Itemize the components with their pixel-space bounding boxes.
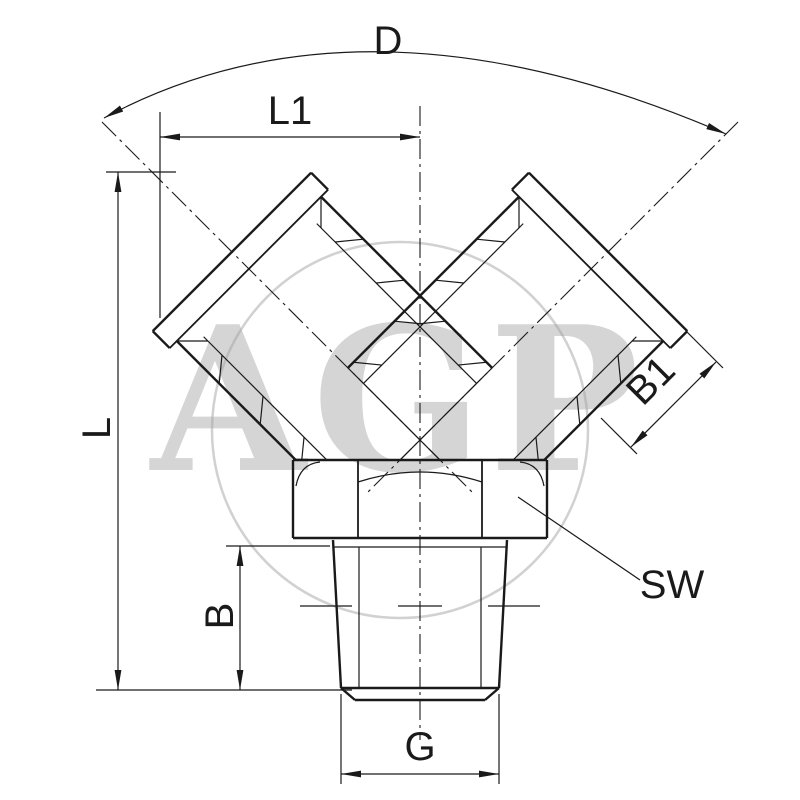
hex-section (291, 458, 549, 540)
dimension-l: L (75, 171, 352, 691)
callout-sw: SW (517, 496, 705, 607)
right-arm (347, 171, 689, 461)
l-label: L (75, 417, 119, 439)
d-label: D (374, 19, 403, 63)
watermark: AGP (149, 240, 639, 620)
b-label: B (198, 603, 242, 630)
watermark-circle (210, 240, 590, 620)
dimension-g: G (340, 694, 500, 784)
d-arc (103, 51, 727, 135)
g-label: G (404, 725, 435, 769)
y-arms (151, 171, 689, 461)
left-arm (151, 171, 493, 461)
dimension-d: D (103, 19, 727, 135)
male-thread (300, 539, 540, 702)
dimension-l1: L1 (159, 89, 420, 318)
l1-label: L1 (268, 89, 313, 133)
sw-leader-line (517, 496, 641, 581)
sw-label: SW (640, 563, 705, 607)
dimension-b: B (198, 545, 330, 690)
